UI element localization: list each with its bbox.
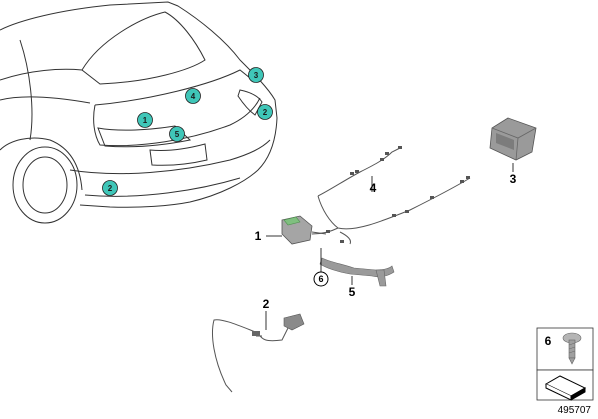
callout-2b-label: 2: [263, 108, 268, 117]
callout-5[interactable]: 5: [169, 126, 185, 142]
callout-2b[interactable]: 2: [257, 104, 273, 120]
screw-icon: [562, 332, 582, 365]
part-5-label: 5: [349, 285, 356, 299]
bracket-symbol-icon: [544, 375, 587, 401]
callout-3-label: 3: [254, 71, 259, 80]
part-1-amplifier[interactable]: [281, 215, 327, 245]
part-6-callout-label: 6: [318, 274, 323, 284]
part-6-callout[interactable]: 6: [313, 271, 329, 287]
part-4-harness[interactable]: [311, 146, 471, 245]
callout-2a-label: 2: [108, 184, 113, 193]
part-2-cable[interactable]: [212, 313, 305, 393]
reference-number: 495707: [558, 405, 592, 416]
part-3-label: 3: [510, 172, 517, 186]
part-2-label: 2: [263, 297, 270, 311]
part-4-label: 4: [370, 181, 377, 195]
car-outline: [0, 1, 278, 224]
part-5-bracket[interactable]: [319, 257, 395, 287]
callout-4-label: 4: [191, 92, 196, 101]
callout-4[interactable]: 4: [185, 88, 201, 104]
legend-number: 6: [545, 334, 552, 348]
callout-1[interactable]: 1: [137, 112, 153, 128]
callout-2a[interactable]: 2: [102, 180, 118, 196]
callout-3[interactable]: 3: [248, 67, 264, 83]
part-3-module[interactable]: [489, 117, 537, 161]
legend-box: 6: [536, 327, 594, 401]
callout-1-label: 1: [143, 116, 148, 125]
callout-5-label: 5: [175, 130, 180, 139]
part-1-label: 1: [255, 229, 262, 243]
